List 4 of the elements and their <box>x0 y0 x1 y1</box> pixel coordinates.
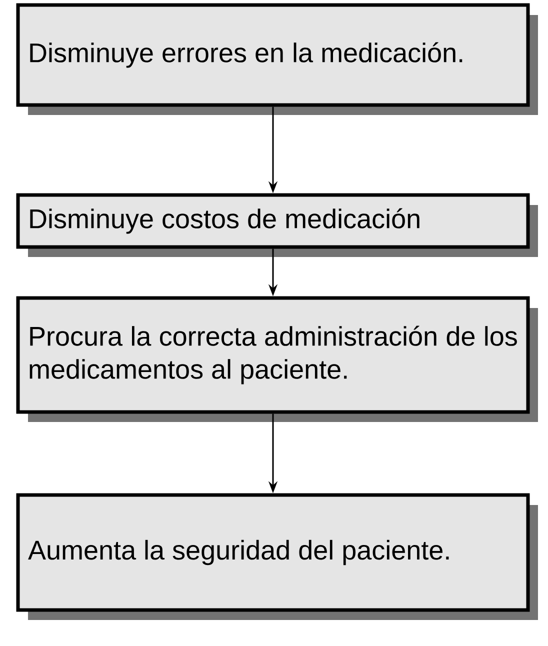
process-box: Procura la correcta administración de los medicamentos al paciente. <box>16 296 538 422</box>
process-box: Aumenta la seguridad del paciente. <box>16 493 538 620</box>
process-box: Disminuye errores en la medicación. <box>16 3 538 115</box>
process-box: Disminuye costos de medicación <box>16 193 538 257</box>
